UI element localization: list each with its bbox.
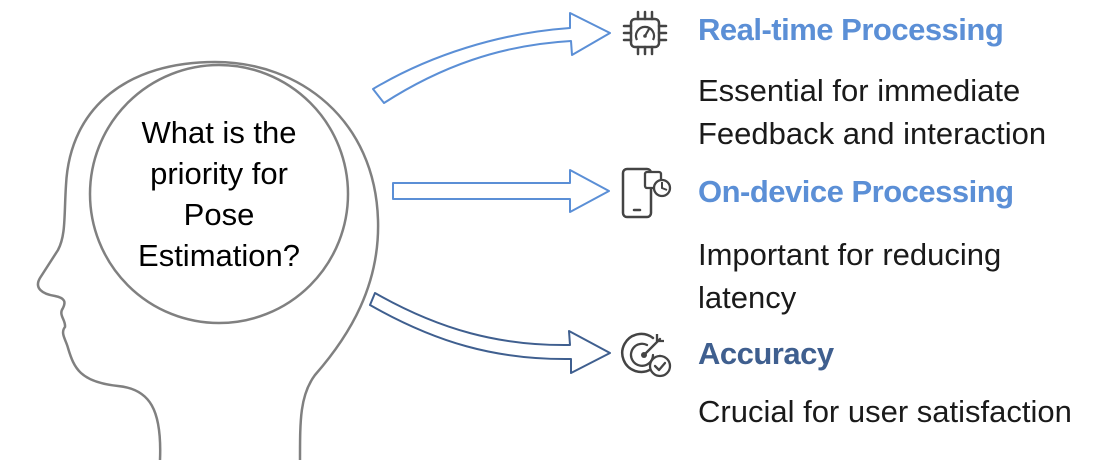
arrow-to-ondevice	[392, 169, 610, 213]
thought-circle	[88, 63, 350, 325]
arrow-to-realtime	[372, 12, 611, 104]
option-title-realtime: Real-time Processing	[698, 12, 1004, 47]
question-line: Pose	[183, 197, 255, 232]
target-check-icon	[621, 332, 672, 378]
arrow-to-accuracy	[369, 292, 611, 374]
option-title-accuracy: Accuracy	[698, 336, 834, 371]
question-line: priority for	[150, 156, 288, 191]
desc-line: Feedback and interaction	[698, 116, 1047, 151]
option-desc-accuracy: Crucial for user satisfaction	[698, 390, 1098, 433]
central-question: What is the priority for Pose Estimation…	[104, 112, 334, 276]
desc-line: Crucial for user satisfaction	[698, 394, 1072, 429]
desc-line: Important for reducing	[698, 237, 1002, 272]
cpu-speed-icon	[622, 10, 668, 56]
question-line: Estimation?	[138, 238, 300, 273]
question-line: What is the	[141, 115, 297, 150]
desc-line: Essential for immediate	[698, 73, 1021, 108]
mobile-device-icon	[621, 167, 672, 219]
option-desc-ondevice: Important for reducing latency	[698, 233, 1098, 319]
head-silhouette	[36, 60, 380, 461]
desc-line: latency	[698, 280, 797, 315]
option-title-ondevice: On-device Processing	[698, 174, 1014, 209]
option-desc-realtime: Essential for immediate Feedback and int…	[698, 69, 1098, 155]
